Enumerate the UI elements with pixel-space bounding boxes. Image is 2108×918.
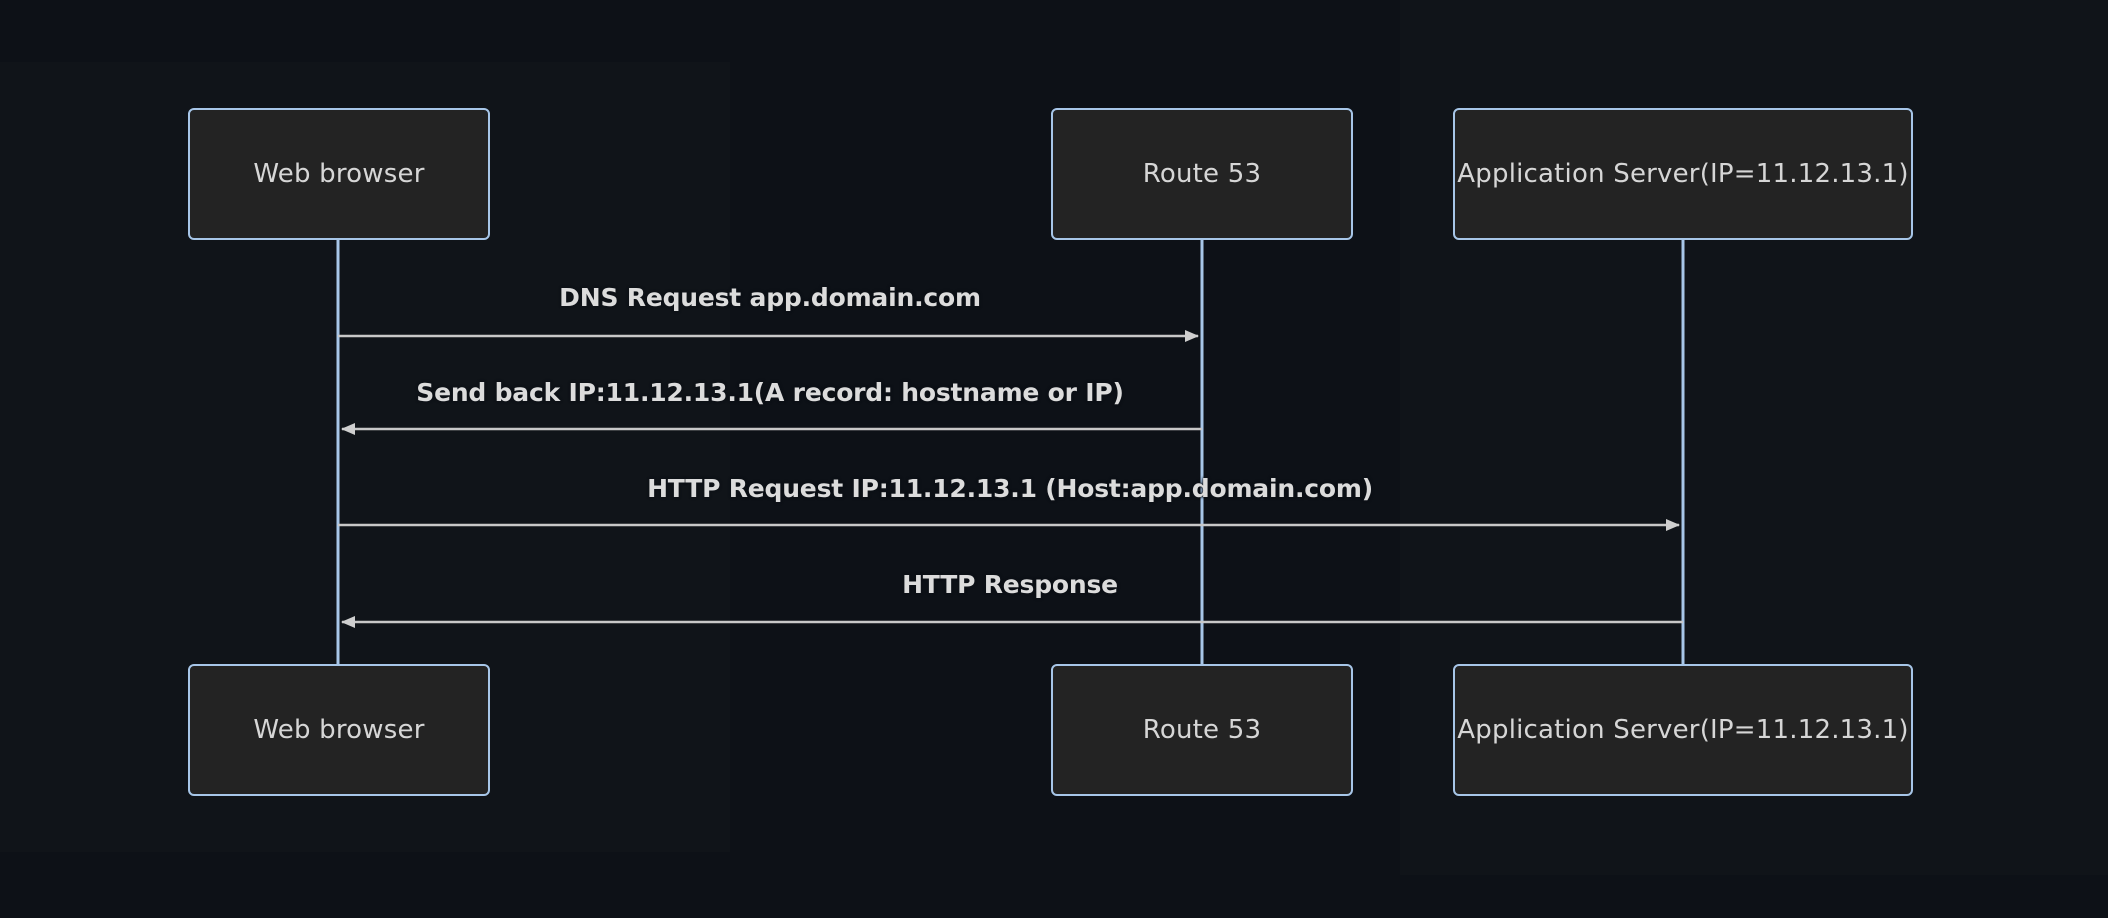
participant-label-route-53-bottom: Route 53 [1142, 715, 1262, 745]
participant-label-web-browser-bottom: Web browser [253, 715, 425, 745]
participant-box-web-browser-bottom[interactable]: Web browser [188, 664, 490, 796]
lifelines-group [336, 240, 1685, 668]
participant-label-application-server-bottom: Application Server(IP=11.12.13.1) [1457, 715, 1909, 745]
participant-label-route-53-top: Route 53 [1142, 159, 1262, 189]
message-label-dns-request: DNS Request app.domain.com [559, 283, 981, 312]
message-label-http-response: HTTP Response [902, 570, 1118, 599]
message-label-send-back-ip: Send back IP:11.12.13.1(A record: hostna… [416, 378, 1124, 407]
participant-box-application-server-top[interactable]: Application Server(IP=11.12.13.1) [1453, 108, 1913, 240]
participant-label-web-browser-top: Web browser [253, 159, 425, 189]
messages-group [338, 330, 1683, 628]
participant-box-web-browser-top[interactable]: Web browser [188, 108, 490, 240]
participant-box-application-server-bottom[interactable]: Application Server(IP=11.12.13.1) [1453, 664, 1913, 796]
participant-label-application-server-top: Application Server(IP=11.12.13.1) [1457, 159, 1909, 189]
message-label-http-request: HTTP Request IP:11.12.13.1 (Host:app.dom… [647, 474, 1373, 503]
participant-box-route-53-top[interactable]: Route 53 [1051, 108, 1353, 240]
participant-box-route-53-bottom[interactable]: Route 53 [1051, 664, 1353, 796]
